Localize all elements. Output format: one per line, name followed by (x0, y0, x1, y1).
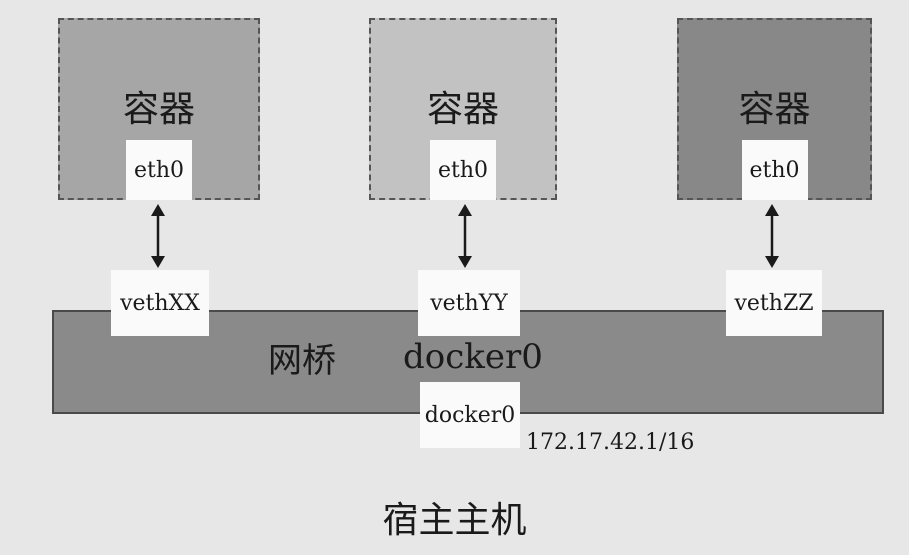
link-arrow-1 (151, 204, 165, 268)
host-label: 宿主主机 (382, 500, 527, 541)
container-1-eth0: eth0 (126, 140, 192, 200)
link-arrow-2 (458, 204, 472, 268)
bridge-label: 网桥 (268, 341, 336, 381)
container-1: 容器 eth0 (58, 18, 260, 200)
container-3: 容器 eth0 (677, 18, 872, 200)
container-2-eth0: eth0 (430, 140, 496, 200)
veth-xx: vethXX (111, 270, 209, 336)
bridge-name: docker0 (403, 337, 543, 377)
bridge-ip-address: 172.17.42.1/16 (526, 430, 695, 455)
docker0-interface: docker0 (420, 382, 520, 448)
veth-yy: vethYY (418, 270, 520, 336)
container-3-title: 容器 (738, 89, 811, 130)
container-3-eth0: eth0 (741, 140, 808, 200)
container-2-title: 容器 (426, 89, 499, 130)
container-2: 容器 eth0 (369, 18, 557, 200)
veth-zz: vethZZ (726, 270, 822, 336)
link-arrow-3 (765, 204, 779, 268)
container-1-title: 容器 (122, 89, 195, 130)
